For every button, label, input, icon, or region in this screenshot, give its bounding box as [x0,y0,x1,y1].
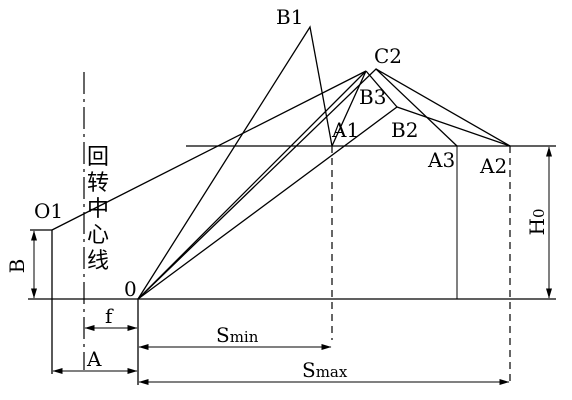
label-o: 0 [124,277,137,301]
label-smin: Smin [216,323,259,347]
boom-path-b3 [137,68,458,300]
axis-char: 线 [87,249,109,274]
label-b3: B3 [359,85,386,109]
label-a: A [86,347,102,371]
axis-char: 中 [87,197,109,222]
label-b: B [5,259,29,274]
label-a3: A3 [427,148,455,172]
label-a2: A2 [479,154,507,178]
label-b2: B2 [391,118,418,142]
c2-to-a2-line [375,68,511,147]
axis-char: 心 [87,223,109,248]
axis-char: 转 [87,171,109,196]
axis-char: 回 [87,145,109,170]
label-h0: H0 [525,209,549,236]
label-f: f [105,304,114,328]
b3-link-line [365,70,398,108]
o1-to-c2-line [51,70,367,231]
boom-path-b2 [137,106,511,300]
label-c2: C2 [374,44,402,68]
label-o1: O1 [34,199,63,223]
label-smax: Smax [302,358,348,382]
label-a1: A1 [331,118,359,142]
label-b1: B1 [276,5,303,29]
rotation-center-label: 回 转 中 心 线 [87,145,109,274]
boom-path-b1 [137,25,333,300]
